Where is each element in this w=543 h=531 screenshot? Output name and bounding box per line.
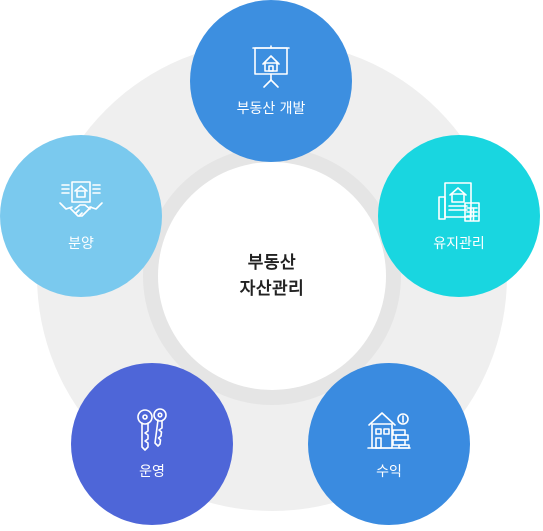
center-title-line2: 자산관리 bbox=[239, 279, 305, 299]
node-label: 유지관리 bbox=[433, 236, 485, 252]
center-circle: 부동산 자산관리 bbox=[158, 162, 386, 390]
building-calculator-icon bbox=[436, 179, 482, 225]
house-coins-icon bbox=[366, 407, 412, 453]
node-revenue: 수익 bbox=[308, 363, 470, 525]
node-label: 운영 bbox=[139, 464, 165, 480]
node-sale: 분양 bbox=[0, 135, 162, 297]
presentation-house-icon bbox=[248, 44, 294, 90]
node-label: 부동산 개발 bbox=[236, 101, 306, 117]
handshake-house-icon bbox=[58, 179, 104, 225]
node-label: 수익 bbox=[376, 464, 402, 480]
node-real-estate-development: 부동산 개발 bbox=[190, 0, 352, 162]
node-operation: 운영 bbox=[71, 363, 233, 525]
node-maintenance: 유지관리 bbox=[378, 135, 540, 297]
node-label: 분양 bbox=[68, 236, 94, 252]
keys-icon bbox=[129, 407, 175, 453]
center-title-line1: 부동산 bbox=[247, 253, 297, 273]
